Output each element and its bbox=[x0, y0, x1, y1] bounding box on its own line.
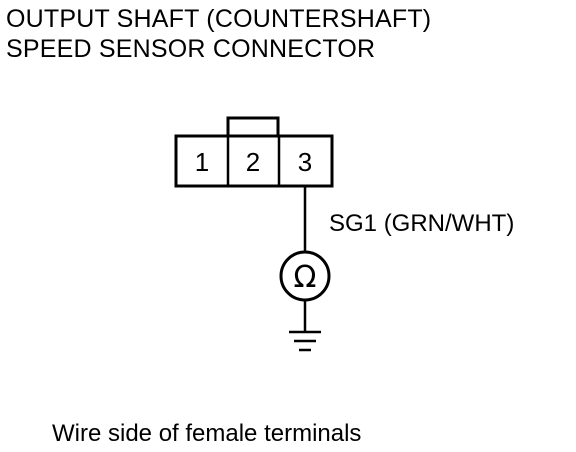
title-line-1: OUTPUT SHAFT (COUNTERSHAFT) bbox=[6, 5, 432, 33]
connector-body: 1 2 3 bbox=[174, 134, 334, 188]
wire-label: SG1 (GRN/WHT) bbox=[329, 210, 515, 237]
connector-lock-tab bbox=[226, 116, 280, 138]
title-line-2: SPEED SENSOR CONNECTOR bbox=[6, 35, 376, 63]
view-caption: Wire side of female terminals bbox=[52, 420, 362, 447]
ohmmeter-icon: Ω bbox=[279, 250, 331, 302]
connector-pin-2: 2 bbox=[246, 147, 260, 177]
diagram-title: OUTPUT SHAFT (COUNTERSHAFT) SPEED SENSOR… bbox=[6, 4, 431, 64]
ground-icon bbox=[289, 330, 321, 352]
connector-pin-3: 3 bbox=[298, 147, 312, 177]
ohm-symbol: Ω bbox=[294, 260, 317, 295]
connector-outline bbox=[174, 134, 334, 188]
connector-pin-1: 1 bbox=[195, 147, 209, 177]
